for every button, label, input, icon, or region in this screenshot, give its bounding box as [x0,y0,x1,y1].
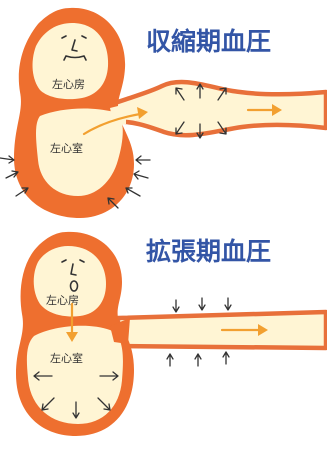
inward-arrow-icon [167,354,173,366]
inward-arrow-icon [6,171,18,178]
systolic-ventricle-label: 左心室 [50,141,83,155]
systolic-atrium-label: 左心房 [52,78,85,91]
inward-arrow-icon [136,156,150,164]
diastolic-title: 拡張期血圧 [146,237,271,266]
diastolic-ventricle-label: 左心室 [50,351,83,365]
diastolic-atrium-label: 左心房 [46,294,79,307]
inward-arrow-icon [199,298,205,310]
inward-arrow-icon [134,171,148,179]
systolic-aorta [112,82,326,135]
inward-arrow-icon [195,354,201,366]
systolic-panel: 収縮期血圧 左心房 左心室 [0,8,326,218]
inward-arrow-icon [126,188,140,196]
inward-arrow-icon [225,298,231,310]
inward-arrow-icon [223,352,229,364]
inward-arrow-icon [0,156,14,163]
inward-arrow-icon [173,300,179,312]
diastolic-panel: 拡張期血圧 左心房 左心室 [16,232,326,436]
systolic-title: 収縮期血圧 [146,27,271,56]
